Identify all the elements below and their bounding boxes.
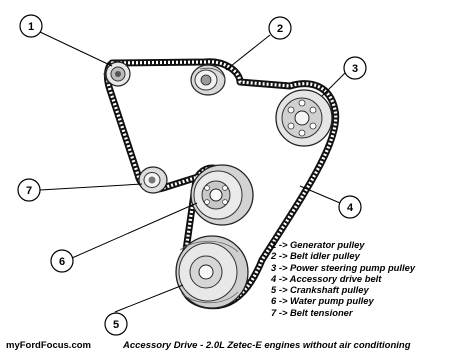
legend-item-accessory-drive-belt: 4 -> Accessory drive belt [271,272,382,284]
legend-item-power-steering-pump-pulley: 3 -> Power steering pump pulley [271,261,416,273]
svg-text:2: 2 [277,23,283,35]
site-credit: myFordFocus.com [6,340,91,351]
svg-text:3: 3 [352,63,358,75]
parts-legend: 1 -> Generator pulley 2 -> Belt idler pu… [271,239,415,318]
svg-text:4: 4 [347,202,354,214]
callout-3: 3 [343,56,367,80]
legend-item-belt-tensioner: 7 -> Belt tensioner [271,306,353,318]
svg-text:7: 7 [26,185,32,197]
belt-idler-pulley [190,64,226,96]
belt-tensioner [138,166,168,194]
callout-leaders [39,31,346,313]
legend-item-generator-pulley: 1 -> Generator pulley [271,239,365,250]
generator-pulley [103,61,131,87]
callout-7: 7 [17,178,41,202]
water-pump-pulley [190,164,254,226]
diagram-caption: Accessory Drive - 2.0L Zetec-E engines w… [123,340,411,351]
legend-item-water-pump-pulley: 6 -> Water pump pulley [271,295,374,307]
callout-5: 5 [104,312,128,336]
svg-text:5: 5 [113,319,119,331]
callout-6: 6 [50,249,74,273]
svg-text:1: 1 [28,21,34,33]
power-steering-pump-pulley [275,89,333,147]
legend-item-belt-idler-pulley: 2 -> Belt idler pulley [271,250,360,262]
callout-2: 2 [268,16,292,40]
callout-1: 1 [19,14,43,38]
crankshaft-pulley [175,235,249,309]
callout-4: 4 [338,195,362,219]
legend-item-crankshaft-pulley: 5 -> Crankshaft pulley [271,284,369,296]
svg-text:6: 6 [59,256,65,268]
